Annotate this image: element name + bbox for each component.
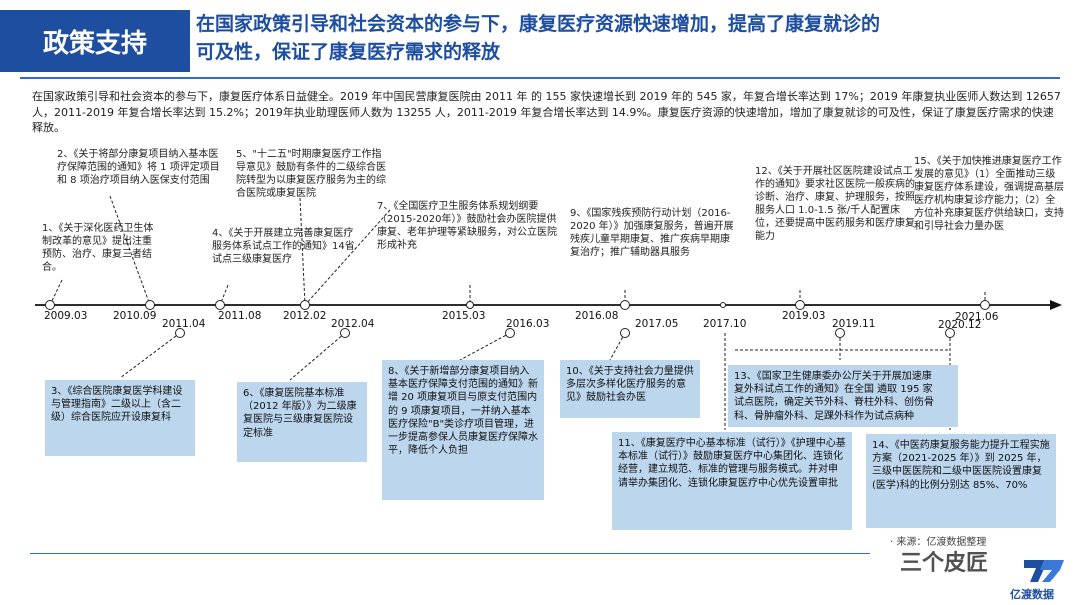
logo-text: 亿渡数据 [1010,588,1054,601]
timeline-dot [835,328,845,338]
page-title-line1: 在国家政策引导和社会资本的参与下，康复医疗资源快速增加，提高了康复就诊的 [196,13,881,35]
date-label: 2010.09 [113,310,157,322]
policy-note-12: 12、《关于开展社区医院建设试点工作的通知》要求社区医院一般疾病的诊断、治疗、康… [755,166,915,242]
date-label: 2012.04 [331,318,375,330]
date-label: 2015.03 [442,310,486,322]
date-label: 2016.08 [575,310,619,322]
policy-note-5: 5、"十二五"时期康复医疗工作指导意见》鼓励有条件的二级综合医院转型为以康复医疗… [236,149,386,199]
timeline-dot [720,302,726,308]
date-label: 2012.02 [283,310,327,322]
timeline-dot [795,300,805,310]
timeline-dot [300,300,310,310]
logo-icon [1024,560,1064,582]
timeline-dot [215,300,225,310]
timeline-dot [620,300,630,310]
source-note: · 来源：亿渡数据整理 [890,537,987,548]
date-label: 2019.03 [782,310,826,322]
date-label: 2017.05 [635,318,679,330]
timeline-dot [45,300,55,310]
policy-box-8: 8、《关于新增部分康复项目纳入基本医疗保障支付范围的通知》新增 20 项康复项目… [382,360,544,500]
date-label: 2020.12 [938,319,982,331]
page-title-line2: 可及性，保证了康复医疗需求的释放 [196,41,501,63]
policy-box-11: 11、《康复医疗中心基本标准（试行）》《护理中心基本标准（试行）》鼓励康复医疗中… [612,432,852,530]
page-title: 在国家政策引导和社会资本的参与下，康复医疗资源快速增加，提高了康复就诊的 可及性… [196,10,1046,66]
intro-paragraph: 在国家政策引导和社会资本的参与下，康复医疗体系日益健全。2019 年中国民营康复… [32,90,1061,134]
timeline-dot [145,300,155,310]
date-label: 2009.03 [44,310,88,322]
timeline-dot [980,300,990,310]
policy-box-6: 6、《康复医院基本标准（2012 年版）》为二级康复医院与三级康复医院设定标准 [237,382,367,462]
policy-note-4: 4、《关于开展建立完善康复医疗服务体系试点工作的通知》14省试点三级康复医疗 [212,228,355,265]
policy-box-10: 10、《关于支持社会力量提供多层次多样化医疗服务的意见》鼓励社会办医 [560,360,700,418]
date-label: 2021.06 [955,311,999,323]
date-label: 2019.11 [832,318,876,330]
policy-note-7: 7、《全国医疗卫生服务体系规划纲要（2015-2020年）》鼓励社会办医院提供康… [377,201,557,251]
policy-note-2: 2、《关于将部分康复项目纳入基本医疗保障范围的通知》将 1 项评定项目和 8 项… [57,149,220,186]
watermark: 三个皮匠 [900,551,989,576]
timeline-dot [620,328,630,338]
timeline-dot [945,328,955,338]
date-label: 2016.03 [506,318,550,330]
header-divider [20,77,1060,79]
policy-box-14: 14、《中医药康复服务能力提升工程实施方案（2021-2025 年）》到 202… [866,434,1056,528]
date-label: 2011.08 [218,310,262,322]
timeline-dot [175,328,185,338]
policy-note-9: 9、《国家残疾预防行动计划（2016-2020 年）》加强康复服务，普遍开展残疾… [570,208,734,258]
timeline-dot [466,301,474,309]
date-label: 2017.10 [703,318,747,330]
section-tag: 政策支持 [0,10,190,72]
timeline-dot [505,328,515,338]
policy-note-1: 1、《关于深化医药卫生体制改革的意见》提出注重预防、治疗、康复三者结合。 [42,223,154,273]
date-label: 2011.04 [162,318,206,330]
policy-box-3: 3、《综合医院康复医学科建设与管理指南》二级以上（含二级）综合医院应开设康复科 [45,380,195,456]
footer-divider [30,553,870,554]
timeline-dot [340,328,350,338]
policy-note-15: 15、《关于加快推进康复医疗工作发展的意见》（1）全面推动三级康复医疗体系建设，… [914,156,1064,232]
policy-box-13: 13、《国家卫生健康委办公厅关于开展加速康复外科试点工作的通知》在全国 遴取 1… [728,365,958,427]
